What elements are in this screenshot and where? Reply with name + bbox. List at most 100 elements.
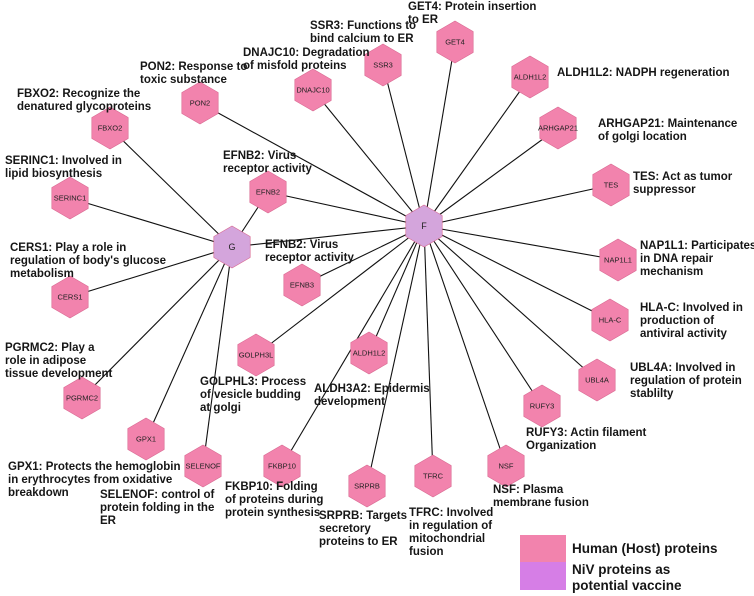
viral-node-g-label: G (228, 242, 235, 252)
host-node-golphl3: GOLPH3L (237, 333, 275, 377)
host-node-aldh3a2: ALDH1L2 (350, 331, 388, 375)
legend-host-swatch (520, 535, 566, 563)
host-node-get4-hexagon (436, 20, 474, 64)
host-node-nap1l1: NAP1L1 (599, 238, 637, 282)
host-node-ssr3-hexagon (364, 43, 402, 87)
host-node-hla-c: HLA-C (591, 298, 629, 342)
host-node-gpx1-hexagon (127, 417, 165, 461)
host-node-hla-c-label: HLA-C (599, 316, 622, 325)
annotation-hla-c: HLA-C: Involved in production of antivir… (640, 302, 743, 340)
legend-viral-label: NiV proteins as potential vaccine (572, 562, 682, 593)
legend-host: Human (Host) proteins (520, 535, 718, 563)
edge-g-selenof (202, 246, 233, 467)
host-node-nsf-label: NSF (499, 462, 514, 471)
host-node-cers1: CERS1 (51, 275, 89, 319)
edge-f-nsf (423, 225, 507, 467)
host-node-aldh3a2-label: ALDH1L2 (353, 349, 386, 358)
annotation-golphl3: GOLPHL3: Process of vesicle budding at g… (200, 376, 307, 414)
edge-g-serinc1 (69, 197, 233, 248)
edge-f-arhgap21 (423, 127, 559, 227)
edge-f-hla-c (423, 225, 611, 321)
host-node-efnb2-label: EFNB2 (256, 188, 280, 197)
annotation-tfrc: TFRC: Involved in regulation of mitochon… (409, 507, 494, 558)
host-node-nsf: NSF (487, 444, 525, 488)
host-node-tfrc-label: TFRC (423, 472, 444, 481)
host-node-ubl4a-hexagon (578, 358, 616, 402)
host-node-efnb3: EFNB3 (283, 263, 321, 307)
annotation-nsf: NSF: Plasma membrane fusion (493, 484, 589, 509)
edge-f-ubl4a (423, 225, 598, 381)
host-node-gpx1-label: GPX1 (136, 435, 156, 444)
host-node-arhgap21: ARHGAP21 (538, 106, 578, 150)
edge-f-efnb3 (301, 225, 425, 286)
edge-f-aldh1l2 (423, 76, 531, 227)
viral-node-f-label: F (421, 221, 427, 231)
host-node-rufy3-label: RUFY3 (530, 402, 555, 411)
host-node-selenof-label: SELENOF (185, 462, 220, 471)
host-node-pon2-label: PON2 (190, 99, 210, 108)
host-node-aldh1l2-hexagon (511, 55, 549, 99)
annotation-gpx1: GPX1: Protects the hemoglobin in erythro… (8, 461, 181, 499)
annotation-rufy3: RUFY3: Actin filament Organization (526, 427, 647, 452)
viral-node-f: F (405, 204, 443, 248)
edge-g-fbxo2 (109, 127, 233, 248)
host-node-pgrmc2-hexagon (63, 376, 101, 420)
host-node-ssr3: SSR3 (364, 43, 402, 87)
legend-host-label: Human (Host) proteins (572, 541, 718, 556)
annotation-srprb: SRPRB: Targets secretory proteins to ER (319, 510, 407, 548)
host-node-get4: GET4 (436, 20, 474, 64)
host-node-dnajc10-hexagon (294, 68, 332, 112)
host-node-pon2: PON2 (181, 81, 219, 125)
edge-f-nap1l1 (423, 225, 619, 261)
edge-f-dnajc10 (312, 89, 425, 227)
host-node-rufy3-hexagon (523, 384, 561, 428)
host-node-ubl4a-label: UBL4A (585, 376, 609, 385)
host-node-efnb3-label: EFNB3 (290, 281, 314, 290)
edge-f-get4 (423, 41, 456, 227)
host-node-fbxo2: FBXO2 (91, 106, 129, 150)
edge-f-srprb (366, 225, 425, 487)
annotation-pon2: PON2: Response to toxic substance (140, 61, 248, 86)
edge-f-ssr3 (382, 64, 425, 227)
host-node-pon2-hexagon (181, 81, 219, 125)
annotation-efnb2-mid: EFNB2: Virus receptor activity (265, 239, 354, 264)
edge-g-gpx1 (145, 246, 233, 440)
edge-g-f (231, 225, 425, 248)
host-node-aldh1l2-label: ALDH1L2 (514, 73, 547, 82)
host-node-selenof-hexagon (184, 444, 222, 488)
host-node-serinc1: SERINC1 (51, 176, 89, 220)
host-node-tfrc: TFRC (414, 454, 452, 498)
host-node-srprb: SRPRB (348, 464, 386, 508)
host-node-srprb-hexagon (348, 464, 386, 508)
host-node-golphl3-hexagon (237, 333, 275, 377)
host-node-efnb2: EFNB2 (249, 170, 287, 214)
host-node-serinc1-hexagon (51, 176, 89, 220)
legend-viral-swatch (520, 562, 566, 590)
nodes-layer: GET4SSR3DNAJC10ALDH1L2PON2ARHGAP21FBXO2T… (51, 20, 637, 508)
legend-viral: NiV proteins as potential vaccine (520, 562, 682, 594)
edge-f-tes (423, 184, 612, 227)
viral-node-g: G (213, 225, 251, 269)
annotation-efnb2-top: EFNB2: Virus receptor activity (223, 150, 312, 175)
host-node-serinc1-label: SERINC1 (54, 194, 87, 203)
annotation-serinc1: SERINC1: Involved in lipid biosynthesis (5, 155, 122, 180)
host-node-ubl4a: UBL4A (578, 358, 616, 402)
host-node-fkbp10: FKBP10 (263, 444, 301, 488)
annotation-cers1: CERS1: Play a role in regulation of body… (10, 242, 167, 280)
host-node-fkbp10-label: FKBP10 (268, 462, 296, 471)
viral-node-g-hexagon (213, 225, 251, 269)
host-node-tes-label: TES (604, 181, 619, 190)
edge-f-golphl3 (255, 225, 425, 356)
host-node-tes-hexagon (592, 163, 630, 207)
edge-f-rufy3 (423, 225, 543, 407)
annotation-selenof: SELENOF: control of protein folding in t… (100, 489, 215, 527)
host-node-hla-c-hexagon (591, 298, 629, 342)
host-node-srprb-label: SRPRB (354, 482, 380, 491)
host-node-gpx1: GPX1 (127, 417, 165, 461)
host-node-cers1-label: CERS1 (57, 293, 82, 302)
host-node-golphl3-label: GOLPH3L (239, 351, 274, 360)
host-node-ssr3-label: SSR3 (373, 61, 393, 70)
host-node-efnb2-hexagon (249, 170, 287, 214)
host-node-dnajc10-label: DNAJC10 (296, 86, 329, 95)
host-node-aldh3a2-hexagon (350, 331, 388, 375)
